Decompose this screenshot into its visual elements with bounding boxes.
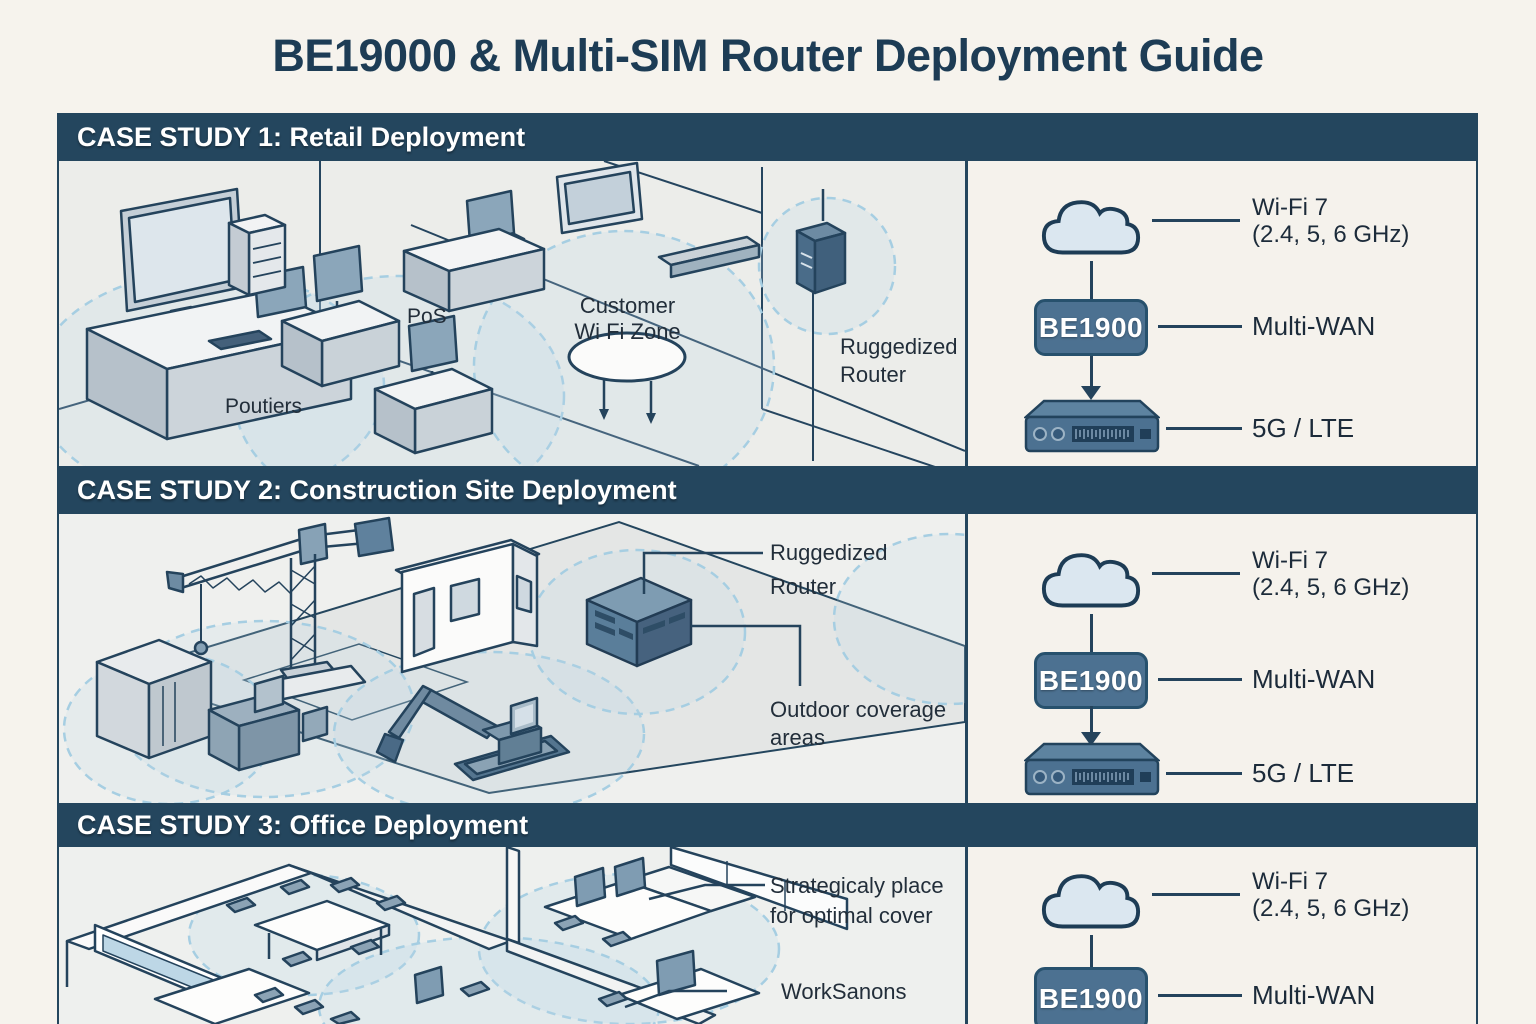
connector-line-wifi [1152, 219, 1240, 222]
cloud-icon [1041, 874, 1141, 929]
connector-line-cellular [1166, 427, 1242, 430]
callout-lines [624, 883, 765, 1009]
arrow-down-icon [1081, 732, 1101, 746]
box-to-gateway-line [1090, 706, 1093, 732]
be1900-box: BE1900 [1034, 299, 1148, 356]
customer-wifi-zone-label: Customer Wi Fi Zone [574, 293, 681, 344]
cloud-to-box-line [1090, 935, 1093, 967]
site-office-building [394, 538, 541, 674]
gateway-device-icon [1024, 399, 1160, 453]
placement-label: Strategicaly place for optimal cover [770, 873, 944, 928]
callout-lines [642, 551, 802, 686]
office-illustration [59, 847, 965, 1024]
case2-banner-title: CASE STUDY 2: Construction Site Deployme… [77, 474, 677, 505]
case1-banner: CASE STUDY 1: Retail Deployment [59, 113, 1476, 161]
be1900-box: BE1900 [1034, 652, 1148, 709]
multi-wan-label: Multi-WAN [1252, 664, 1376, 694]
guide-frame: CASE STUDY 1: Retail Deployment [57, 113, 1478, 1024]
wifi7-label: Wi-Fi 7 (2.4, 5, 6 GHz) [1252, 547, 1410, 601]
case3-flow-panel: Wi-Fi 7 (2.4, 5, 6 GHz) BE1900 Multi-WAN [968, 847, 1476, 1024]
crane-pad [241, 643, 470, 721]
box-to-gateway-line [1090, 356, 1093, 386]
retail-scene: PoS Poutiers Customer Wi Fi Zone Ruggedi… [59, 161, 965, 466]
connector-line-wifi [1152, 893, 1240, 896]
column-divider [965, 161, 968, 466]
connector-line-cellular [1166, 772, 1242, 775]
case2-banner: CASE STUDY 2: Construction Site Deployme… [59, 466, 1476, 514]
cellular-label: 5G / LTE [1252, 413, 1355, 443]
outdoor-coverage-label: Outdoor coverage areas [770, 697, 947, 750]
ruggedized-router-label: Ruggedized Router [770, 540, 888, 599]
wifi7-label: Wi-Fi 7 (2.4, 5, 6 GHz) [1252, 194, 1410, 248]
case3-banner: CASE STUDY 3: Office Deployment [59, 803, 1476, 847]
ruggedized-router-label: Ruggedized Router [840, 334, 958, 387]
office-scene: Strategicaly place for optimal cover Wor… [59, 847, 965, 1024]
arrow-down-icon [1081, 386, 1101, 400]
workstations-label: WorkSanons [781, 979, 907, 1004]
be1900-box: BE1900 [1034, 967, 1148, 1024]
cloud-to-box-line [1090, 261, 1093, 299]
office-desks [153, 856, 761, 1024]
pos-label: PoS [407, 305, 447, 328]
crane-icon [165, 516, 395, 702]
retail-furniture [85, 161, 761, 455]
ruggedized-router-icon [585, 576, 693, 668]
case2-row: Ruggedized Router Outdoor coverage areas… [59, 514, 1476, 803]
conference-room [225, 876, 407, 968]
cloud-to-box-line [1090, 614, 1093, 652]
excavator-icon [375, 684, 571, 782]
connector-line-wifi [1152, 572, 1240, 575]
case3-banner-title: CASE STUDY 3: Office Deployment [77, 809, 529, 840]
construction-illustration [59, 514, 965, 803]
column-divider [965, 514, 968, 803]
case2-flow-panel: Wi-Fi 7 (2.4, 5, 6 GHz) BE1900 Multi-WAN [968, 514, 1476, 803]
cellular-label: 5G / LTE [1252, 758, 1355, 788]
generator-equipment [95, 638, 329, 772]
column-divider [965, 847, 968, 1024]
multi-wan-label: Multi-WAN [1252, 980, 1376, 1010]
retail-illustration [59, 161, 965, 466]
multi-wan-label: Multi-WAN [1252, 311, 1376, 341]
connector-line-wan [1158, 994, 1242, 997]
case1-flow-panel: Wi-Fi 7 (2.4, 5, 6 GHz) BE1900 Multi-WAN [968, 161, 1476, 466]
cloud-icon [1041, 200, 1141, 255]
connector-line-wan [1158, 678, 1242, 681]
wall-router-icon [795, 189, 847, 461]
page-title: BE19000 & Multi-SIM Router Deployment Gu… [272, 30, 1264, 81]
connector-line-wan [1158, 325, 1242, 328]
gateway-device-icon [1024, 742, 1160, 796]
construction-scene: Ruggedized Router Outdoor coverage areas [59, 514, 965, 803]
cloud-icon [1041, 553, 1141, 608]
counters-label: Poutiers [225, 395, 303, 418]
wifi7-label: Wi-Fi 7 (2.4, 5, 6 GHz) [1252, 868, 1410, 922]
case3-row: Strategicaly place for optimal cover Wor… [59, 847, 1476, 1024]
case1-banner-title: CASE STUDY 1: Retail Deployment [77, 121, 526, 152]
case1-row: PoS Poutiers Customer Wi Fi Zone Ruggedi… [59, 161, 1476, 466]
